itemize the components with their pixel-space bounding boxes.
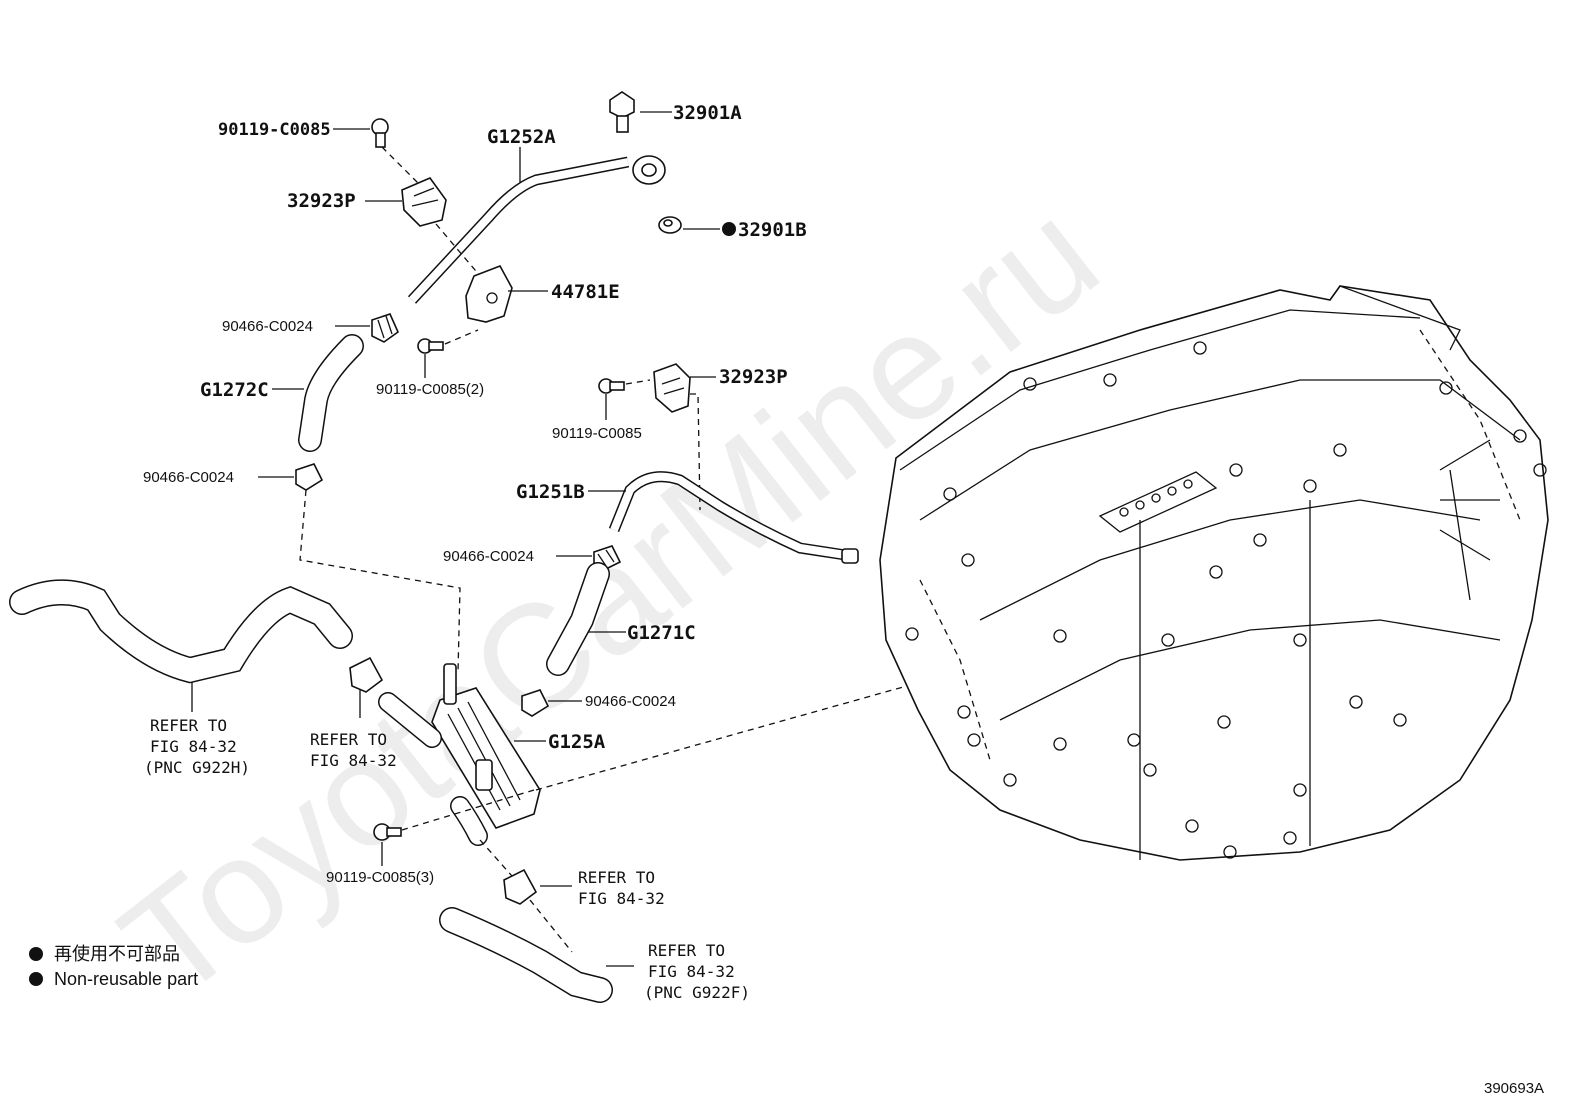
clamp-32923p-top-icon — [401, 177, 447, 227]
label-90466-c0024-b: 90466-C0024 — [143, 469, 234, 486]
legend-dot-jp-icon — [29, 947, 43, 961]
hose-g1271c-icon — [546, 562, 610, 676]
label-g1272c: G1272C — [200, 379, 269, 401]
hose-g1272c-icon — [298, 334, 364, 452]
oil-cooler-g125a-icon — [378, 663, 541, 846]
svg-text:REFER TO: REFER TO — [150, 716, 227, 735]
non-reusable-dot-icon — [722, 222, 736, 236]
figure-code: 390693A — [1484, 1080, 1544, 1097]
svg-text:REFER TO: REFER TO — [578, 868, 655, 887]
bolt-90119-3-icon — [373, 823, 402, 841]
clamp-90466-a-icon — [371, 313, 399, 343]
label-90119-c0085-2: 90119-C0085(2) — [376, 381, 484, 398]
clamp-90466-b-icon — [295, 463, 324, 491]
svg-text:(PNC G922H): (PNC G922H) — [144, 758, 250, 777]
hose-g922f-icon — [439, 907, 613, 1003]
bracket-44781e-icon — [465, 265, 513, 323]
label-44781e: 44781E — [551, 281, 620, 303]
svg-text:(PNC G922F): (PNC G922F) — [644, 983, 750, 1002]
label-32923p-mid: 32923P — [719, 366, 788, 388]
label-90466-c0024-c: 90466-C0024 — [443, 548, 534, 565]
pipe-g1251b-icon — [608, 471, 859, 564]
label-g1252a: G1252A — [487, 126, 556, 148]
label-g1251b: G1251B — [516, 481, 585, 503]
svg-text:FIG 84-32: FIG 84-32 — [310, 751, 397, 770]
label-g1271c: G1271C — [627, 622, 696, 644]
svg-text:REFER TO: REFER TO — [310, 730, 387, 749]
transmission-assembly-icon — [879, 285, 1549, 861]
label-32901b: 32901B — [738, 219, 807, 241]
legend-dot-en-icon — [29, 972, 43, 986]
label-90119-c0085-top: 90119-C0085 — [218, 120, 331, 140]
svg-text:REFER TO: REFER TO — [648, 941, 725, 960]
legend-jp: 再使用不可部品 — [54, 944, 180, 964]
clamp-lower-icon — [503, 868, 538, 905]
label-90119-c0085-3: 90119-C0085(3) — [326, 869, 434, 886]
label-90119-c0085-mid: 90119-C0085 — [552, 425, 642, 442]
refer-to-low: REFER TO FIG 84-32 — [578, 868, 665, 908]
refer-to-mid: REFER TO FIG 84-32 — [310, 730, 397, 770]
label-32923p-top: 32923P — [287, 190, 356, 212]
hose-g922h-icon — [9, 579, 353, 684]
refer-to-left: REFER TO FIG 84-32 (PNC G922H) — [144, 716, 250, 777]
pipe-g1252a-icon — [407, 155, 666, 304]
svg-text:FIG 84-32: FIG 84-32 — [150, 737, 237, 756]
bolt-90119-mid-icon — [598, 378, 625, 394]
bolt-90119-top-icon — [371, 118, 389, 148]
clamp-32923p-mid-icon — [653, 363, 691, 413]
label-g125a: G125A — [548, 731, 606, 753]
label-90466-c0024-d: 90466-C0024 — [585, 693, 676, 710]
refer-to-bottom: REFER TO FIG 84-32 (PNC G922F) — [644, 941, 750, 1002]
label-32901a: 32901A — [673, 102, 742, 124]
bolt-32901a-icon — [609, 91, 635, 133]
svg-text:FIG 84-32: FIG 84-32 — [578, 889, 665, 908]
clamp-90466-d-icon — [521, 689, 550, 717]
clamp-cooler-inlet-icon — [349, 656, 384, 693]
label-90466-c0024-a: 90466-C0024 — [222, 318, 313, 335]
svg-text:FIG 84-32: FIG 84-32 — [648, 962, 735, 981]
washer-32901b-icon — [658, 216, 682, 234]
legend-en: Non-reusable part — [54, 969, 198, 989]
bolt-90119-2-icon — [417, 338, 444, 354]
